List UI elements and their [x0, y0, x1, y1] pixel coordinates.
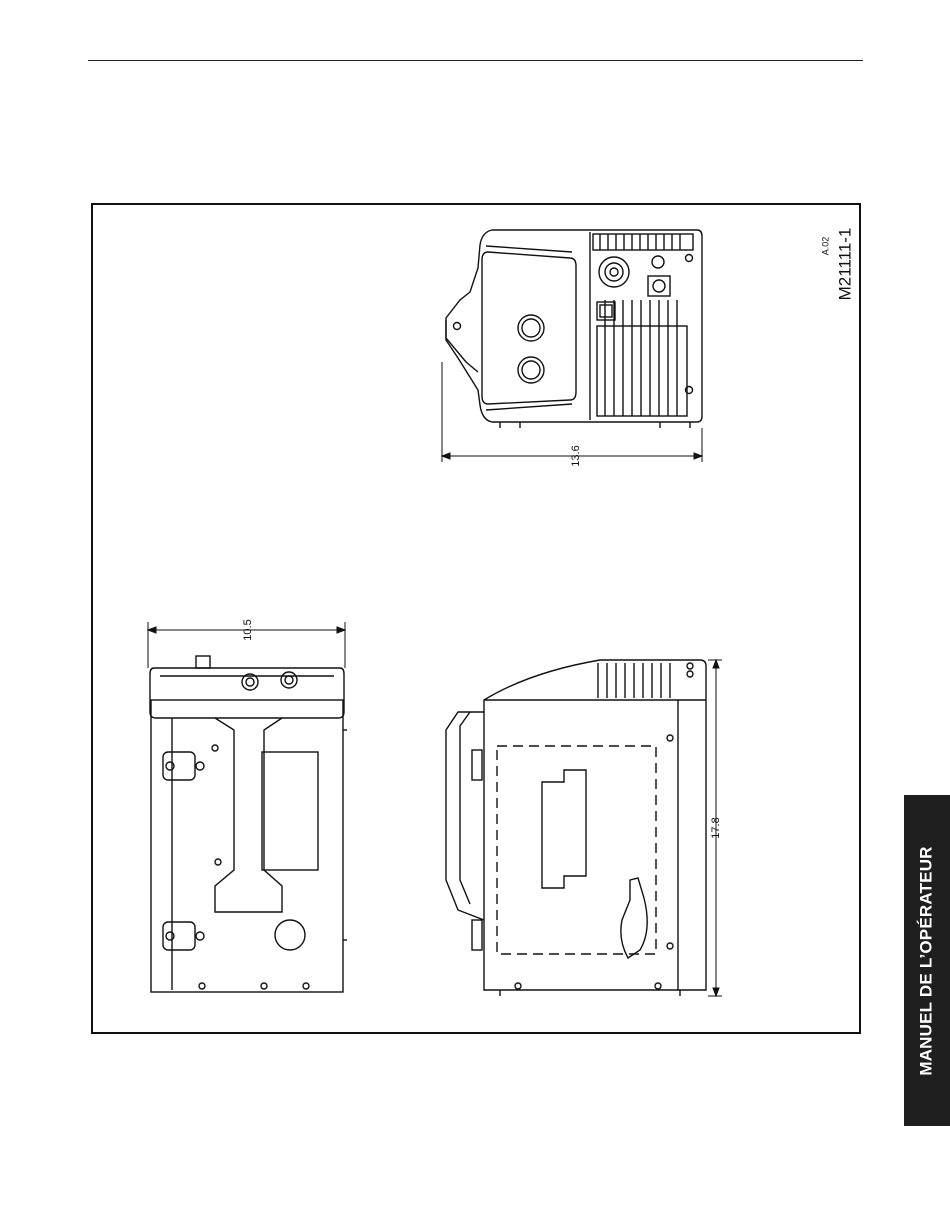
side-view — [446, 660, 706, 996]
front-view — [446, 230, 702, 428]
depth-dimension-label: 10.5 — [242, 619, 254, 640]
section-tab-label: MANUEL DE L’OPÉRATEUR — [917, 846, 937, 1075]
figure-id: M21111-1 — [835, 228, 854, 301]
width-dimension-label: 13.6 — [570, 445, 582, 466]
section-tab: MANUEL DE L’OPÉRATEUR — [904, 795, 950, 1126]
top-view — [150, 656, 347, 992]
figure-revision: A.02 — [820, 237, 830, 256]
length-dimension-label: 17.8 — [710, 817, 722, 838]
